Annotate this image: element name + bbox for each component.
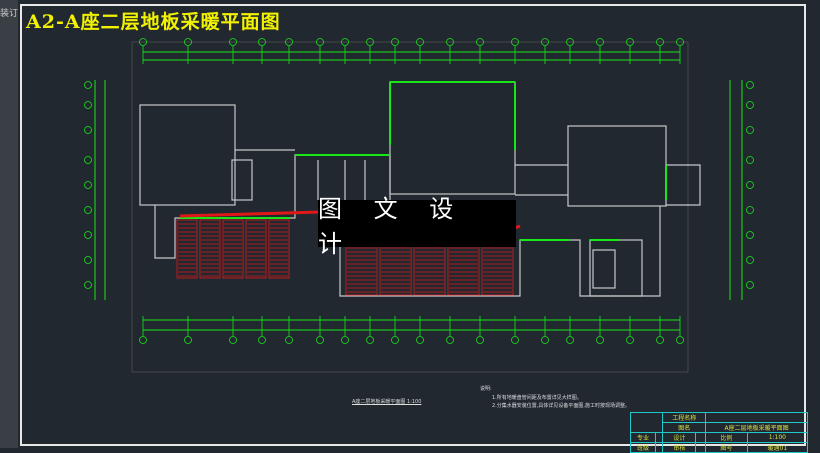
axis-bubble [746,256,754,264]
design-label: 设计 [662,432,697,443]
axis-bubble [746,281,754,289]
watermark: 图 文 设 计 [318,195,516,258]
axis-bubble [184,38,192,46]
design-value [695,432,707,443]
coil-loop [199,219,221,279]
axis-bubble [341,336,349,344]
axis-bubble [366,38,374,46]
drawing-frame [20,4,806,446]
axis-bubble [84,126,92,134]
axis-bubble [746,81,754,89]
axis-bubble [341,38,349,46]
axis-bubble [566,38,574,46]
axis-bubble [229,38,237,46]
axis-bubble [84,206,92,214]
axis-bubble [746,156,754,164]
floor-heating-coils [176,219,514,296]
axis-bubble [285,38,293,46]
axis-bubble [84,181,92,189]
axis-bubble [258,336,266,344]
binding-label: 装订 [0,9,19,19]
note-line-1: 1.所有地暖盘管间距及布置详见大样图。 [492,395,582,401]
axis-bubble [511,336,519,344]
major-label: 专业 [629,432,657,443]
axis-bubble [139,38,147,46]
axis-bubble [626,336,634,344]
axis-bubble [184,336,192,344]
axis-bubble [285,336,293,344]
axis-bubble [366,336,374,344]
axis-bubble [316,336,324,344]
major-value [655,432,664,443]
axis-bubble [676,336,684,344]
axis-bubble [596,336,604,344]
axis-bubble [746,126,754,134]
title-block-blank [629,412,664,433]
axis-bubble [84,101,92,109]
axis-bubble [391,336,399,344]
dimension-lines [94,51,743,331]
axis-bubble [511,38,519,46]
inner-border [131,41,689,373]
project-name-label: 工程名称 [662,412,707,423]
axis-bubble [416,336,424,344]
drawing-name-label: 图名 [662,422,707,433]
left-panel-strip: 装订 [0,0,18,448]
scale-label: 比例 [705,432,748,443]
axis-bubble [446,336,454,344]
axis-bubble [541,38,549,46]
axis-bubble [84,231,92,239]
axis-bubble [746,101,754,109]
axis-bubble [656,336,664,344]
axis-bubble [84,256,92,264]
axis-bubble [566,336,574,344]
drawing-title: A2-A座二层地板采暖平面图 [26,11,281,33]
axis-bubble [476,38,484,46]
coil-loop [222,219,244,279]
project-name-value [705,412,808,423]
scale-value: 1:100 [746,432,809,443]
axis-bubble [746,206,754,214]
axis-grid-markers [84,38,754,344]
coil-loop [245,219,267,279]
drawing-name: A座二层地板采暖平面图 [705,422,808,433]
windows [180,81,667,241]
axis-bubble [84,281,92,289]
axis-bubble [746,231,754,239]
axis-bubble [229,336,237,344]
coil-loop [268,219,290,279]
axis-bubble [476,336,484,344]
coil-loop [176,219,198,279]
axis-bubble [746,181,754,189]
axis-bubble [84,81,92,89]
axis-bubble [258,38,266,46]
axis-bubble [626,38,634,46]
plan-caption: A座二层地板采暖平面图 1:100 [352,399,422,405]
axis-bubble [541,336,549,344]
notes-heading: 说明: [480,386,492,392]
axis-bubble [656,38,664,46]
axis-bubble [446,38,454,46]
axis-bubble [391,38,399,46]
axis-bubble [139,336,147,344]
axis-bubble [596,38,604,46]
axis-bubble [316,38,324,46]
axis-bubble [84,156,92,164]
axis-bubble [416,38,424,46]
axis-bubble [676,38,684,46]
note-line-2: 2.分集水器安装位置,具体详见设备平面图,施工时按现场调整。 [492,403,630,409]
